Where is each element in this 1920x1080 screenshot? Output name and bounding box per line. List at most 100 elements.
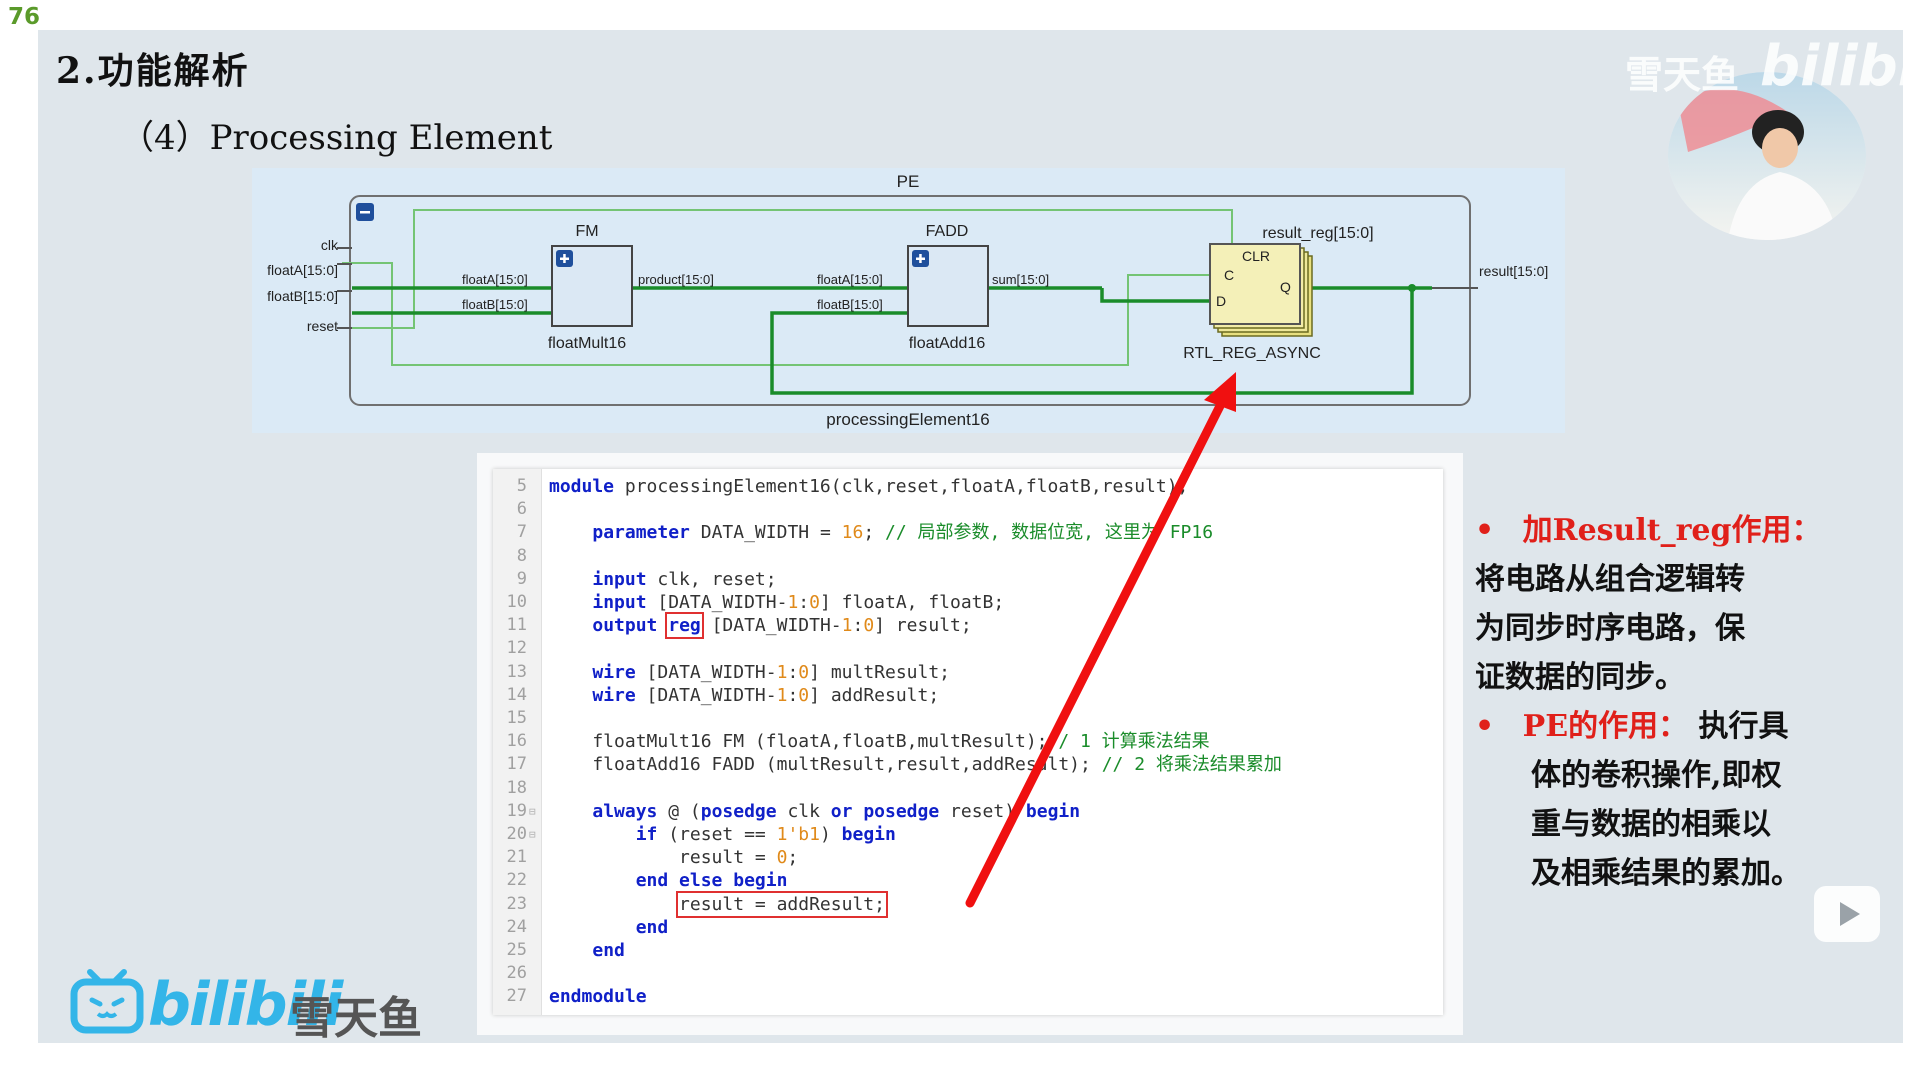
line-number: 22 [506, 870, 527, 891]
watermark-author: 雪天鱼 [1625, 53, 1740, 97]
slide-subtitle: （4）Processing Element [120, 118, 553, 158]
fold-icon[interactable]: ⊟ [529, 804, 536, 818]
input-label-clk: clk [321, 237, 339, 253]
code-line: 12 [493, 637, 1443, 660]
line-number: 18 [506, 777, 527, 798]
note-1-line-3: 证数据的同步。 [1475, 660, 1685, 695]
fold-icon[interactable]: ⊟ [529, 828, 536, 841]
line-number: 15 [506, 708, 527, 728]
line-number: 12 [506, 638, 527, 659]
note-2-line-3: 及相乘结果的累加。 [1531, 856, 1801, 891]
code-text: wire [DATA_WIDTH-1:0] multResult; [592, 661, 951, 683]
code-line: 19⊟ always @ (posedge clk or posedge res… [493, 800, 1443, 823]
fadd-port-floatb: floatB[15:0] [817, 297, 883, 312]
code-line: 17 floatAdd16 FADD (multResult,result,ad… [493, 753, 1443, 776]
code-line: 10 input [DATA_WIDTH-1:0] floatA, floatB… [493, 591, 1443, 614]
watermark-logo-bottom: bilibili [148, 970, 343, 1040]
line-number: 16 [506, 731, 527, 752]
fm-title: FM [575, 223, 598, 240]
line-number: 24 [506, 916, 527, 937]
notes-panel: • 加Result_reg作用： 将电路从组合逻辑转 为同步时序电路，保 证数据… [1475, 506, 1895, 898]
note-2-heading: PE的作用： [1522, 709, 1689, 744]
section-title: 2.功能解析 [56, 50, 250, 92]
code-line: 26 [493, 962, 1443, 985]
fadd-title: FADD [926, 223, 969, 240]
code-editor[interactable]: 5 module processingElement16(clk,reset,fl… [493, 469, 1443, 1015]
fadd-port-sum: sum[15:0] [992, 272, 1049, 287]
code-line: 23 result = addResult; [493, 890, 1443, 918]
code-text: parameter DATA_WIDTH = 16; // 局部参数, 数据位宽… [592, 522, 1214, 544]
code-text: floatAdd16 FADD (multResult,result,addRe… [549, 754, 1282, 776]
note-1-heading-row: • 加Result_reg作用： [1475, 506, 1895, 555]
module-name-label: processingElement16 [826, 410, 989, 429]
note-1-heading: 加Result_reg作用： [1522, 513, 1822, 548]
line-number: 19 [506, 800, 527, 821]
code-text: input [DATA_WIDTH-1:0] floatA, floatB; [592, 592, 1005, 613]
line-number: 26 [506, 963, 527, 984]
line-number: 7 [516, 522, 527, 543]
line-number: 23 [506, 893, 527, 914]
collapse-icon[interactable] [356, 203, 374, 221]
code-text: module processingElement16(clk,reset,flo… [549, 476, 1189, 497]
line-number: 8 [516, 545, 527, 566]
code-line: 24 end [493, 916, 1443, 939]
reg-title: result_reg[15:0] [1262, 225, 1373, 242]
code-line: 11 output reg [DATA_WIDTH-1:0] result; [493, 612, 1443, 640]
reg-port-d: D [1216, 293, 1226, 309]
code-line: 6 [493, 498, 1443, 521]
note-1-line-2: 为同步时序电路，保 [1475, 611, 1745, 646]
code-line: 22 end else begin [493, 869, 1443, 892]
reg-type-label: RTL_REG_ASYNC [1183, 345, 1321, 362]
result-reg-block[interactable] [1209, 243, 1313, 337]
code-line: 21 result = 0; [493, 846, 1443, 869]
code-text: always @ (posedge clk or posedge reset) … [592, 800, 1081, 822]
code-text: end [635, 916, 669, 938]
input-ports [337, 247, 352, 329]
reg-port-c: C [1224, 267, 1234, 283]
note-2-heading-row: • PE的作用： 执行具 [1475, 702, 1895, 751]
line-number: 14 [506, 684, 527, 705]
fadd-expand-icon[interactable] [912, 250, 929, 267]
code-line: 16 floatMult16 FM (floatA,floatB,multRes… [493, 730, 1443, 753]
code-text: floatMult16 FM (floatA,floatB,multResult… [549, 731, 1210, 753]
pe-label: PE [897, 172, 920, 191]
code-line: 5 module processingElement16(clk,reset,fl… [493, 475, 1443, 498]
fm-expand-icon[interactable] [556, 250, 573, 267]
line-number: 5 [516, 476, 527, 496]
output-label: result[15:0] [1479, 263, 1548, 279]
reg-port-clr: CLR [1242, 248, 1270, 264]
code-text: output reg [DATA_WIDTH-1:0] result; [592, 612, 972, 640]
code-text: input clk, reset; [592, 568, 777, 590]
line-number: 11 [506, 615, 527, 636]
schematic-svg: PE processingElement16 clk floatA[15:0] … [267, 172, 1548, 429]
control-wires [342, 209, 1233, 366]
code-line: 25 end [493, 939, 1443, 962]
junction-dot [1408, 284, 1416, 292]
code-line: 13 wire [DATA_WIDTH-1:0] multResult; [493, 661, 1443, 684]
play-button-icon[interactable] [1814, 886, 1880, 942]
fm-port-product: product[15:0] [638, 272, 714, 287]
code-line: 15 [493, 707, 1443, 730]
line-number: 20 [506, 824, 527, 844]
code-text: result = addResult; [676, 890, 888, 918]
bullet-icon: • [1475, 513, 1495, 548]
line-number: 27 [506, 986, 527, 1007]
rtl-schematic: PE processingElement16 clk floatA[15:0] … [252, 168, 1565, 433]
code-text: end [592, 940, 625, 961]
note-2-line-2: 重与数据的相乘以 [1531, 807, 1771, 842]
line-number: 6 [516, 499, 527, 520]
line-number: 13 [506, 661, 527, 682]
line-number: 9 [516, 568, 527, 589]
input-label-floata: floatA[15:0] [267, 262, 338, 278]
data-bus-wires [352, 286, 1432, 395]
fadd-instance-name: floatAdd16 [909, 335, 986, 352]
line-number: 17 [506, 754, 527, 775]
note-2-first: 执行具 [1698, 709, 1789, 744]
code-line: 7 parameter DATA_WIDTH = 16; // 局部参数, 数据… [493, 521, 1443, 544]
avatar [1668, 72, 1866, 240]
input-label-floatb: floatB[15:0] [267, 288, 338, 304]
page-number: 76 [8, 4, 41, 30]
fm-port-floata: floatA[15:0] [462, 272, 528, 287]
fm-port-floatb: floatB[15:0] [462, 297, 528, 312]
